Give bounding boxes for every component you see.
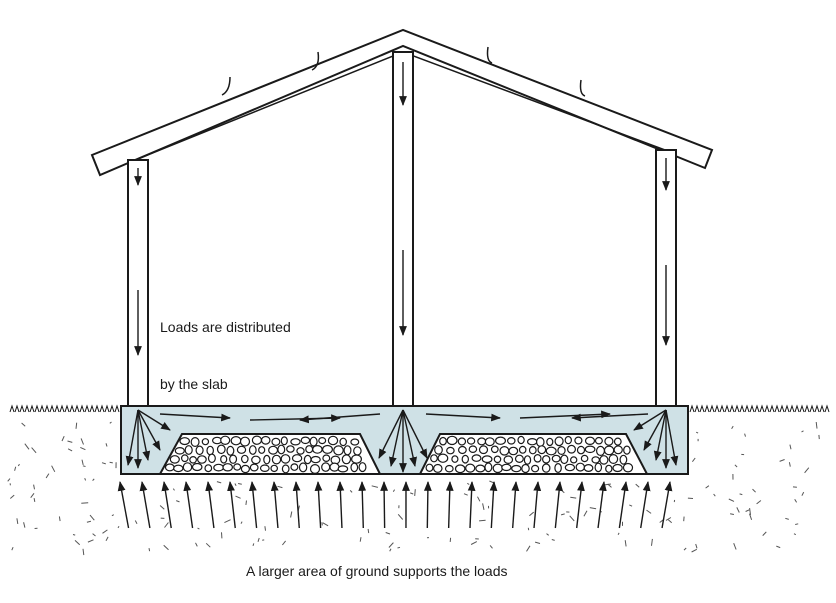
ground-arrow: [161, 481, 172, 529]
ground-arrow: [489, 481, 498, 529]
slab-arrow: [402, 409, 417, 467]
slab-arrow: [137, 409, 171, 431]
ground-arrow: [597, 481, 607, 529]
ground-arrow: [575, 481, 585, 529]
slab-load-label: Loads are distributed by the slab: [160, 280, 291, 432]
hardcore-fill: [158, 433, 649, 475]
ground-arrow: [423, 481, 432, 529]
ground-reaction-arrows: [117, 481, 673, 529]
ground-arrow: [205, 481, 215, 529]
ground-arrow: [467, 481, 476, 529]
slab-arrow: [425, 413, 501, 422]
ground-arrow: [139, 481, 151, 529]
ground-arrow: [314, 481, 323, 529]
slab-arrow: [643, 409, 667, 451]
ground-arrow: [445, 481, 454, 529]
ground-texture: [7, 404, 830, 556]
ground-arrow: [248, 481, 258, 529]
slab-arrow: [653, 409, 667, 461]
slab-arrow: [249, 414, 341, 423]
ground-arrow: [618, 481, 629, 529]
slab-arrow: [633, 409, 667, 431]
ground-arrow: [227, 481, 236, 529]
ground-arrow: [336, 481, 345, 529]
slab-load-label-line1: Loads are distributed: [160, 319, 291, 335]
slab-arrow: [137, 409, 161, 451]
ground-arrow: [533, 481, 542, 529]
slab-arrow: [389, 409, 404, 467]
slab-arrow: [665, 409, 679, 466]
ground-arrow: [358, 481, 367, 529]
ground-arrow: [183, 481, 194, 529]
ground-arrow: [117, 481, 130, 529]
ground-arrow: [661, 481, 673, 529]
load-path-arrows: [134, 62, 670, 356]
ground-arrow: [292, 481, 301, 529]
slab-load-label-line2: by the slab: [160, 376, 228, 392]
slab-arrow: [378, 409, 404, 459]
ground-arrow: [640, 481, 651, 529]
slab-arrow: [125, 409, 139, 466]
slab-arrow: [159, 413, 231, 422]
ground-arrow: [511, 481, 520, 529]
slab-arrow: [402, 409, 428, 459]
ground-support-label: A larger area of ground supports the loa…: [246, 563, 508, 579]
slab-arrow: [519, 410, 611, 419]
ground-arrow: [554, 481, 564, 529]
slab-arrow: [137, 409, 151, 461]
ground-arrow: [270, 481, 279, 529]
ground-arrow: [380, 481, 389, 529]
slab-distribution-arrows: [125, 409, 679, 473]
